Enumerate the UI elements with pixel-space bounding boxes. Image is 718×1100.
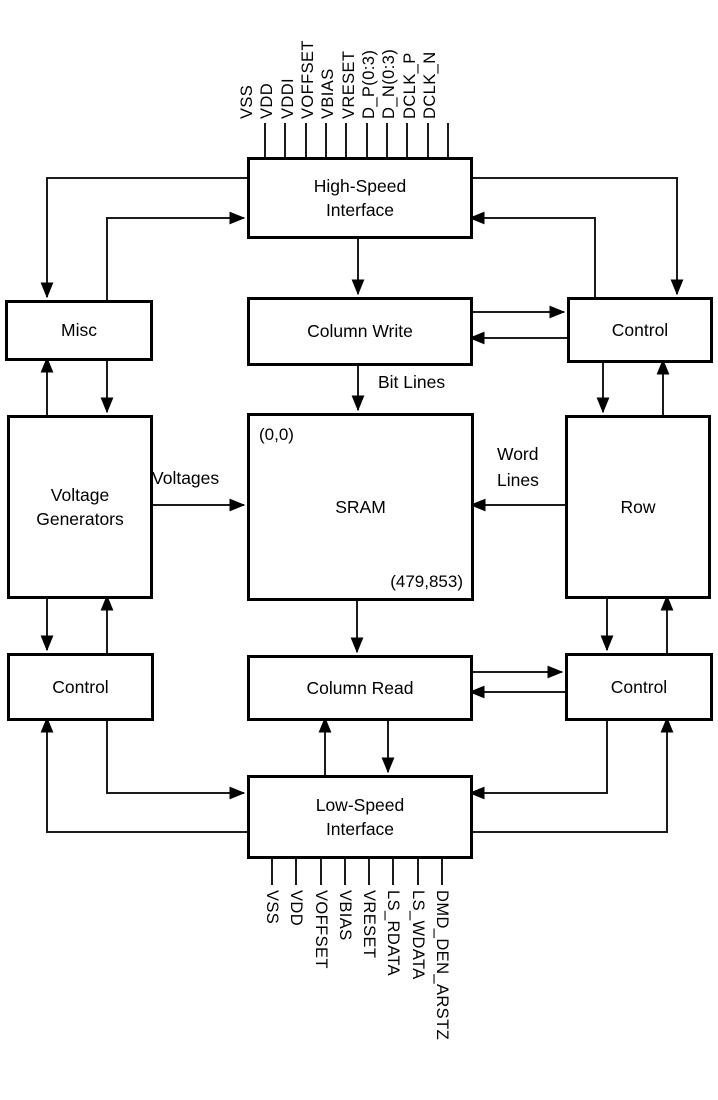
pin-label-VBIAS: VBIAS [336,890,354,941]
block-row: Row [565,415,711,599]
block-control-bottom-right: Control [565,653,713,721]
edge-control-tr-to-hsi [468,211,596,297]
block-misc: Misc [5,300,153,361]
block-low-speed-interface: Low-Speed Interface [247,775,473,859]
sram-origin-coordinate: (0,0) [259,425,294,444]
block-label: Column Write [307,321,413,342]
pin-label-VOFFSET: VOFFSET [312,890,330,969]
pin-label-VRESET: VRESET [340,50,358,119]
pin-label-VRESET: VRESET [360,890,378,959]
block-label: High-Speed Interface [313,175,407,221]
block-voltage-generators: Voltage Generators [7,415,153,599]
block-label: Control [52,676,109,697]
edge-label-word-lines: Word Lines [497,444,539,491]
pin-label-VSS: VSS [263,890,281,925]
pin-label-VSS: VSS [238,84,256,119]
pin-label-VBIAS: VBIAS [319,68,337,119]
block-high-speed-interface: High-Speed Interface [247,157,473,239]
pin-label-D_P(0:3): D_P(0:3) [360,49,378,119]
pin-label-DCLK_N: DCLK_N [421,51,439,119]
edge-hsi-to-control-tr [467,177,684,296]
block-label: Low-Speed Interface [315,794,405,840]
pin-label-VDD: VDD [258,82,276,119]
edge-misc-to-hsi [106,211,246,300]
block-label: Voltage Generators [36,484,124,530]
pin-label-LS_RDATA: LS_RDATA [384,890,402,977]
pin-label-D_N(0:3): D_N(0:3) [380,48,398,119]
block-column-write: Column Write [247,297,473,366]
edge-lsi-to-control-br [467,716,674,833]
sram-extent-coordinate: (479,853) [390,572,463,591]
edge-label-bit-lines: Bit Lines [378,372,446,392]
block-control-bottom-left: Control [7,653,154,721]
pin-stubs-top [264,123,449,157]
block-label: SRAM [335,496,386,517]
pin-label-DMD_DEN_ARSTZ: DMD_DEN_ARSTZ [433,890,451,1041]
block-label: Control [611,319,669,340]
pin-label-VOFFSET: VOFFSET [299,40,317,119]
pin-label-LS_WDATA: LS_WDATA [409,890,427,980]
edge-hsi-to-misc [40,177,247,299]
pin-label-DCLK_P: DCLK_P [401,52,419,119]
edge-label-voltages: Voltages [152,468,220,488]
block-column-read: Column Read [247,655,473,721]
block-sram: (0,0) SRAM (479,853) [247,413,474,601]
edge-control-br-to-lsi [468,715,608,800]
block-label: Control [610,676,668,697]
pin-label-VDDI: VDDI [279,77,297,119]
block-control-top-right: Control [567,297,713,363]
block-label: Row [620,496,656,517]
edge-control-bl-to-lsi [106,715,246,800]
pin-label-VDD: VDD [287,890,305,927]
edge-lsi-to-control-bl [40,716,247,833]
block-label: Misc [61,320,97,341]
block-label: Column Read [306,677,414,698]
